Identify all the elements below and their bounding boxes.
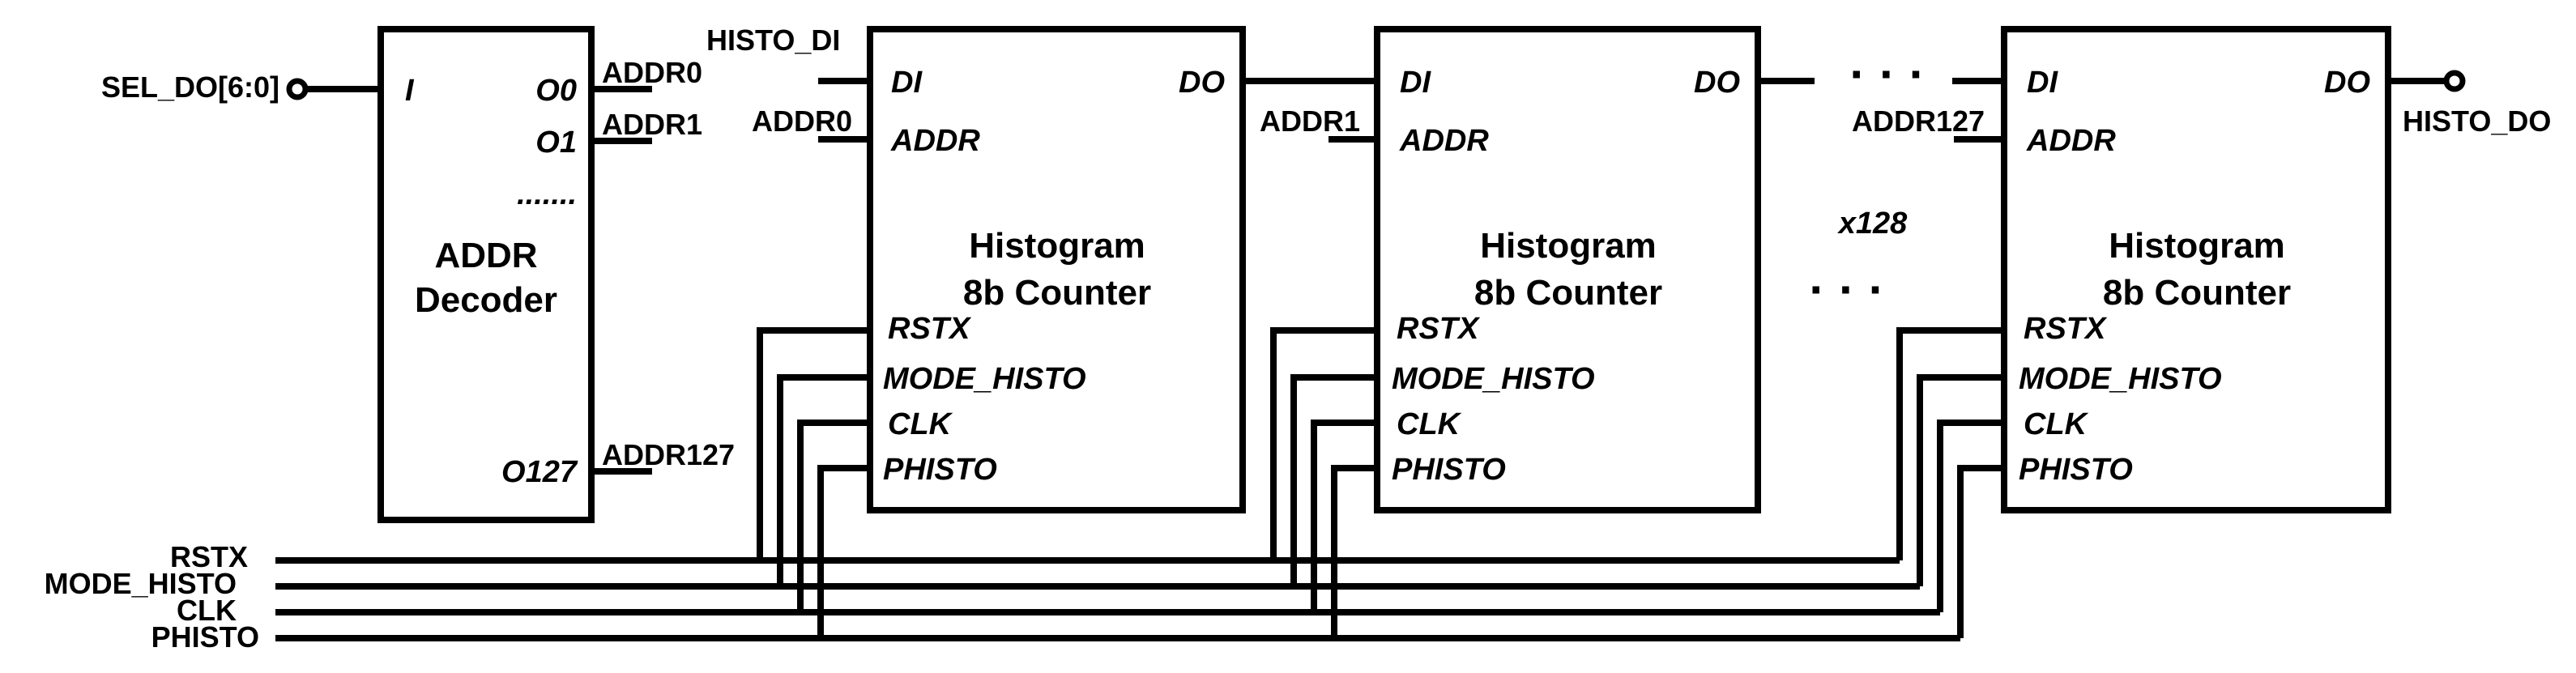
counter-title1-0: Histogram <box>969 226 1145 266</box>
addr-pin-1: ADDR <box>1399 124 1489 158</box>
addr0-out-label: ADDR0 <box>602 56 702 89</box>
addr127-in-label: ADDR127 <box>1852 104 1985 138</box>
phisto-pin-0: PHISTO <box>883 453 997 487</box>
clk-pin-1: CLK <box>1397 407 1462 441</box>
counter-box-1 <box>1374 26 1761 513</box>
counter-box-2 <box>2001 26 2391 513</box>
decoder-out-ellipsis: ....... <box>517 177 577 211</box>
mode-histo-tap-1 <box>1290 374 1377 586</box>
decoder-in-pin: I <box>405 74 415 108</box>
rstx-tap-2 <box>1896 327 2004 560</box>
rstx-pin-2: RSTX <box>2024 312 2108 346</box>
phisto-tap-2 <box>1957 465 2004 638</box>
phisto-tap-1 <box>1331 465 1377 638</box>
control-bus: RSTX MODE_HISTO CLK PHISTO <box>45 327 2004 654</box>
decoder-out-pin-o1: O1 <box>535 126 577 160</box>
clk-tap-1 <box>1311 420 1377 612</box>
bus-label-mode-histo: MODE_HISTO <box>45 567 237 600</box>
addr-pin-0: ADDR <box>890 124 980 158</box>
phisto-tap-0 <box>817 465 870 638</box>
counter-title2-1: 8b Counter <box>1474 273 1662 313</box>
clk-tap-0 <box>797 420 870 612</box>
do-pin-2: DO <box>2324 66 2370 100</box>
histogram-counter-block-1: DI DO ADDR Histogram 8b Counter RSTX MOD… <box>1374 26 1761 513</box>
di-pin-2: DI <box>2027 66 2058 100</box>
rstx-tap-1 <box>1270 327 1377 560</box>
mode-histo-tap-2 <box>1917 374 2004 586</box>
decoder-out-pin-o127: O127 <box>501 455 578 489</box>
mode-histo-tap-0 <box>777 374 870 586</box>
rstx-tap-0 <box>757 327 870 560</box>
histo-di-label: HISTO_DI <box>706 23 840 57</box>
counter-title1-2: Histogram <box>2109 226 2285 266</box>
phisto-pin-2: PHISTO <box>2019 453 2133 487</box>
counter-title2-2: 8b Counter <box>2103 273 2291 313</box>
mode-histo-pin-2: MODE_HISTO <box>2019 362 2222 396</box>
addr0-in-label: ADDR0 <box>752 104 852 138</box>
histogram-counter-block-2: DI DO ADDR Histogram 8b Counter RSTX MOD… <box>2001 26 2391 513</box>
sel-do-input-label: SEL_DO[6:0] <box>101 70 279 104</box>
counter-box-0 <box>867 26 1246 513</box>
clk-pin-2: CLK <box>2024 407 2089 441</box>
bus-label-rstx: RSTX <box>170 540 248 573</box>
addr1-in-label: ADDR1 <box>1260 104 1360 138</box>
x128-label: x128 <box>1837 207 1908 241</box>
do-pin-1: DO <box>1694 66 1740 100</box>
mode-histo-pin-1: MODE_HISTO <box>1392 362 1595 396</box>
addr127-out-label: ADDR127 <box>602 438 735 471</box>
histo-do-terminal <box>2443 70 2466 92</box>
bus-label-phisto: PHISTO <box>151 620 259 654</box>
chain-dots-top: · · · <box>1849 47 1925 101</box>
counter-title2-0: 8b Counter <box>963 273 1151 313</box>
rstx-pin-0: RSTX <box>888 312 972 346</box>
decoder-title-line1: ADDR <box>434 236 537 275</box>
histogram-counter-block-0: HISTO_DI ADDR0 DI DO ADDR Histogram 8b C… <box>706 23 1246 513</box>
di-pin-1: DI <box>1400 66 1431 100</box>
decoder-title-line2: Decoder <box>415 280 557 320</box>
rstx-pin-1: RSTX <box>1397 312 1481 346</box>
histo-do-label: HISTO_DO <box>2403 104 2551 138</box>
decoder-out-pin-o0: O0 <box>535 74 577 108</box>
addr-decoder: SEL_DO[6:0] I O0 O1 ....... ADDR Decoder… <box>101 26 735 523</box>
clk-pin-0: CLK <box>888 407 953 441</box>
addr-decoder-box <box>377 26 595 523</box>
di-pin-0: DI <box>891 66 923 100</box>
do-pin-0: DO <box>1179 66 1225 100</box>
phisto-pin-1: PHISTO <box>1392 453 1506 487</box>
addr1-out-label: ADDR1 <box>602 108 702 141</box>
chain-dots-mid: · · · <box>1809 262 1884 317</box>
bus-label-clk: CLK <box>177 594 237 627</box>
counter-title1-1: Histogram <box>1480 226 1657 266</box>
sel-do-input-terminal <box>286 78 309 100</box>
addr-pin-2: ADDR <box>2026 124 2116 158</box>
mode-histo-pin-0: MODE_HISTO <box>883 362 1086 396</box>
clk-tap-2 <box>1937 420 2004 612</box>
